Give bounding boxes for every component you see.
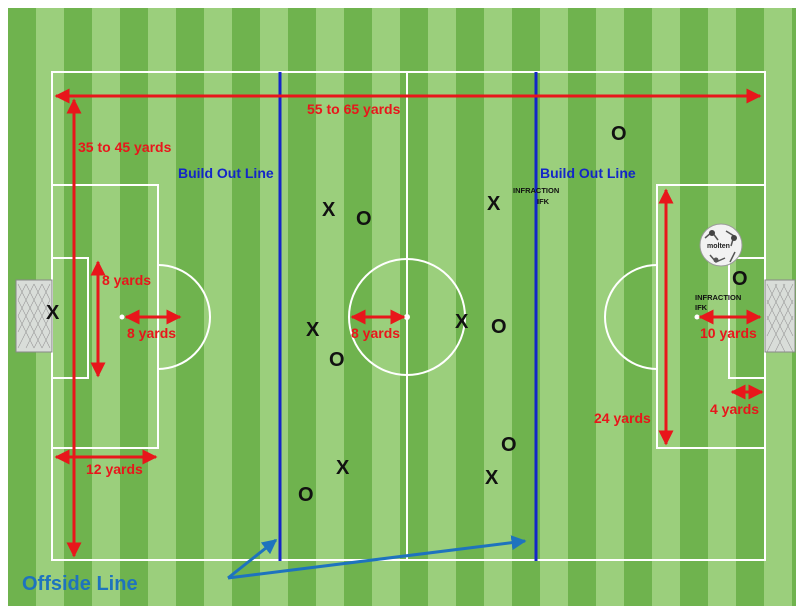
width-label: 35 to 45 yards xyxy=(78,139,172,155)
player-x: X xyxy=(336,457,350,479)
left-penalty-arc xyxy=(157,264,211,370)
player-x: X xyxy=(322,199,336,221)
player-x: X xyxy=(455,311,469,333)
right-goal-area-depth-label: 4 yards xyxy=(710,401,759,417)
grass-stripes xyxy=(8,8,796,606)
grass-stripe xyxy=(680,8,708,606)
player-x-goalkeeper: X xyxy=(46,302,60,324)
player-o: O xyxy=(298,484,314,506)
goal-area-depth-label: 8 yards xyxy=(127,325,176,341)
offside-arrow-left xyxy=(227,538,278,580)
grass-stripe xyxy=(120,8,148,606)
grass-stripe xyxy=(736,8,764,606)
offside-line-label: Offside Line xyxy=(22,573,138,595)
grass-stripe xyxy=(176,8,204,606)
infraction-top-line1: INFRACTION xyxy=(513,186,559,195)
player-o-goalkeeper: O xyxy=(732,268,748,290)
right-build-out-label: Build Out Line xyxy=(540,165,636,181)
right-penalty-arc xyxy=(604,264,658,370)
left-build-out-label: Build Out Line xyxy=(178,165,274,181)
grass-stripe xyxy=(400,8,428,606)
goal-area-width-label: 8 yards xyxy=(102,272,151,288)
player-o: O xyxy=(329,349,345,371)
grass-stripe xyxy=(344,8,372,606)
center-circle xyxy=(348,258,466,376)
infraction-right-line1: INFRACTION xyxy=(695,293,741,302)
right-goal xyxy=(764,279,796,353)
offside-arrow-right xyxy=(227,535,527,580)
grass-stripe xyxy=(568,8,596,606)
center-radius-label: 8 yards xyxy=(351,325,400,341)
grass-stripe xyxy=(232,8,260,606)
right-penalty-depth-label: 10 yards xyxy=(700,325,757,341)
length-label: 55 to 65 yards xyxy=(307,101,401,117)
player-x: X xyxy=(306,319,320,341)
player-o: O xyxy=(501,434,517,456)
player-x: X xyxy=(487,193,501,215)
player-o: O xyxy=(491,316,507,338)
right-penalty-spot xyxy=(694,314,700,320)
soccer-ball-icon: molten xyxy=(699,223,743,267)
left-goal xyxy=(15,279,53,353)
right-penalty-width-label: 24 yards xyxy=(594,410,651,426)
infraction-right-line2: IFK xyxy=(695,303,708,312)
left-penalty-depth-label: 12 yards xyxy=(86,461,143,477)
left-penalty-spot xyxy=(119,314,125,320)
ball-brand: molten xyxy=(707,243,730,250)
player-o: O xyxy=(356,208,372,230)
grass-stripe xyxy=(456,8,484,606)
center-spot xyxy=(404,314,410,320)
infraction-top-line2: IFK xyxy=(537,197,550,206)
player-x: X xyxy=(485,467,499,489)
player-o: O xyxy=(611,123,627,145)
grass-stripe xyxy=(624,8,652,606)
grass-stripe xyxy=(288,8,316,606)
